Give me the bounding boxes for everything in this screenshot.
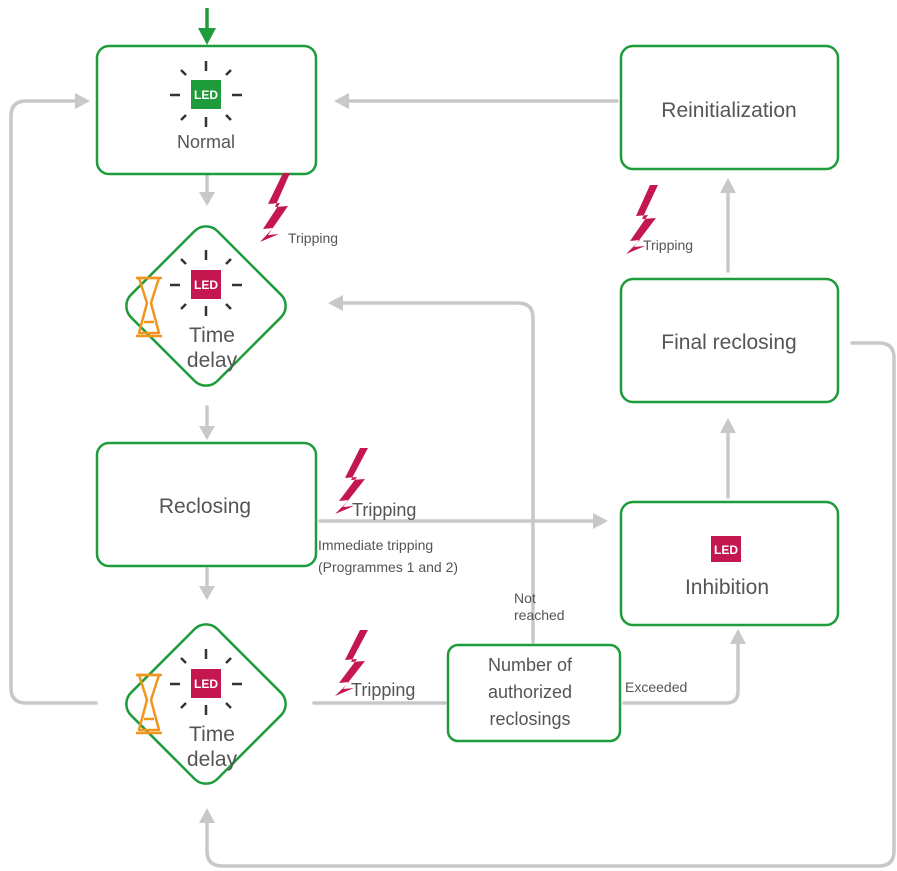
hourglass-icon — [136, 276, 162, 338]
trip-reclosing-label: Tripping — [352, 500, 416, 520]
immediate-line2: (Programmes 1 and 2) — [318, 559, 458, 575]
led-glow-rays — [170, 250, 242, 316]
state-final-reclosing: Final reclosing — [619, 277, 840, 404]
normal-label: Normal — [177, 132, 235, 152]
hourglass-icon — [136, 673, 162, 735]
state-reinitialization: Reinitialization — [619, 44, 840, 171]
trip-normal: Tripping — [260, 173, 338, 246]
start-arrow — [198, 8, 216, 45]
delay1-led-text: LED — [194, 278, 218, 292]
counter-line3: reclosings — [489, 709, 570, 729]
arrow-inhibition-to-final — [720, 418, 736, 499]
lightning-icon — [626, 185, 658, 254]
normal-led-text: LED — [194, 88, 218, 102]
lightning-icon — [335, 448, 368, 514]
delay2-line1: Time — [189, 723, 235, 746]
trip-final: Tripping — [626, 185, 693, 254]
arrow-final-to-delay2 — [199, 341, 896, 868]
led-icon: LED — [191, 80, 221, 109]
delay1-line1: Time — [189, 324, 235, 347]
normal-box — [95, 44, 318, 176]
arrows — [9, 8, 896, 868]
delay2-line2: delay — [187, 748, 238, 771]
arrow-notreached-to-delay1 — [328, 295, 535, 644]
led-icon: LED — [191, 669, 221, 698]
inhibition-led-text: LED — [714, 543, 738, 557]
final-reclosing-box — [619, 277, 840, 404]
state-counter: Number of authorized reclosings — [446, 643, 622, 743]
state-reclosing: Reclosing — [95, 441, 318, 568]
arrow-delay2-to-normal — [9, 93, 98, 705]
arrow-reclosing-to-inhibition — [318, 513, 608, 529]
led-icon: LED — [191, 270, 221, 299]
inhibition-box — [619, 500, 840, 627]
state-time-delay-1: LED Time delay — [125, 225, 287, 387]
final-reclosing-label: Final reclosing — [661, 331, 796, 354]
arrow-normal-to-delay1 — [199, 173, 215, 206]
arrow-reinit-to-normal — [334, 93, 619, 109]
led-glow-rays — [170, 61, 242, 127]
inhibition-label: Inhibition — [685, 576, 769, 599]
trip-reclosing: Tripping — [335, 448, 416, 520]
state-inhibition: LED Inhibition — [619, 500, 840, 627]
time-delay-2-diamond — [125, 623, 287, 785]
state-normal: LED Normal — [95, 44, 318, 176]
led-icon: LED — [711, 536, 741, 562]
lightning-icon — [335, 630, 368, 696]
state-time-delay-2: LED Time delay — [125, 623, 287, 785]
reclosing-box — [95, 441, 318, 568]
reinitialization-box — [619, 44, 840, 171]
counter-line1: Number of — [488, 655, 573, 675]
exceeded-label: Exceeded — [625, 679, 687, 695]
counter-line2: authorized — [488, 682, 572, 702]
reclosing-label: Reclosing — [159, 495, 251, 518]
lightning-icon — [260, 173, 290, 242]
counter-box — [446, 643, 622, 743]
delay1-line2: delay — [187, 349, 238, 372]
led-glow-rays — [170, 649, 242, 715]
trip-delay2-label: Tripping — [351, 680, 415, 700]
reinitialization-label: Reinitialization — [661, 99, 796, 122]
trip-normal-label: Tripping — [288, 230, 338, 246]
arrow-final-to-reinit — [720, 178, 736, 273]
arrow-delay1-to-reclosing — [199, 405, 215, 440]
immediate-line1: Immediate tripping — [318, 537, 433, 553]
not-reached-line2: reached — [514, 607, 565, 623]
trip-delay2: Tripping — [335, 630, 415, 700]
arrow-reclosing-to-delay2 — [199, 567, 215, 600]
delay2-led-text: LED — [194, 677, 218, 691]
not-reached-line1: Not — [514, 590, 536, 606]
trip-final-label: Tripping — [643, 237, 693, 253]
arrow-exceeded-to-inhibition — [622, 629, 746, 705]
